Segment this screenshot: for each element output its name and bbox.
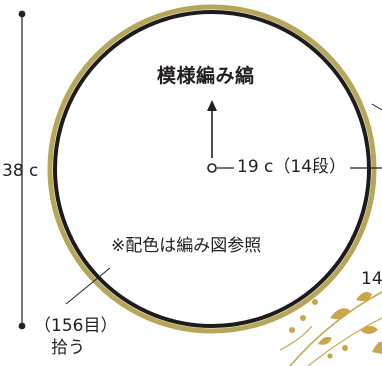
stitch-motif-stem [279,325,313,351]
direction-arrow [207,100,217,158]
pickup-leader-line [65,267,111,305]
outer-circle-inner-rim [53,10,371,328]
stitch-motif-dot [342,345,348,351]
pickup-count-label: （156目） [34,316,118,336]
stitch-motif-stem [307,317,382,366]
stitch-motif-leaf [330,308,350,319]
outer-circle [47,4,377,334]
direction-arrow-head [207,100,217,111]
stitch-motif-leaf [318,336,332,345]
stitch-motif-dot [312,299,318,305]
center-point [207,163,217,173]
stitch-motif-leaf [372,341,382,354]
chart-reference-label: 14 [361,269,382,289]
outer-circle-rim [47,4,377,334]
height-dimension-top-dot [18,10,26,18]
stitch-motif-dot [327,353,333,359]
radius-dimension [207,163,382,173]
pickup-action-label: 拾う [51,338,85,358]
stitch-motif-leaf [356,292,372,302]
stitch-chart-motif [279,291,382,366]
radius-label: 19 c（14段） [237,157,347,177]
color-note: ※配色は編み図参照 [111,236,262,256]
stitch-motif-leaf [360,326,378,334]
stitch-motif-dot [289,327,295,333]
neighbor-chart-edge [371,103,382,111]
stitch-motif-dot [300,315,306,321]
stitch-motif-stem [289,291,382,366]
pattern-label: 模様編み縞 [157,65,255,87]
height-dimension-bottom-dot [18,322,26,330]
height-label: 38 c [2,161,39,181]
height-dimension [18,10,26,330]
